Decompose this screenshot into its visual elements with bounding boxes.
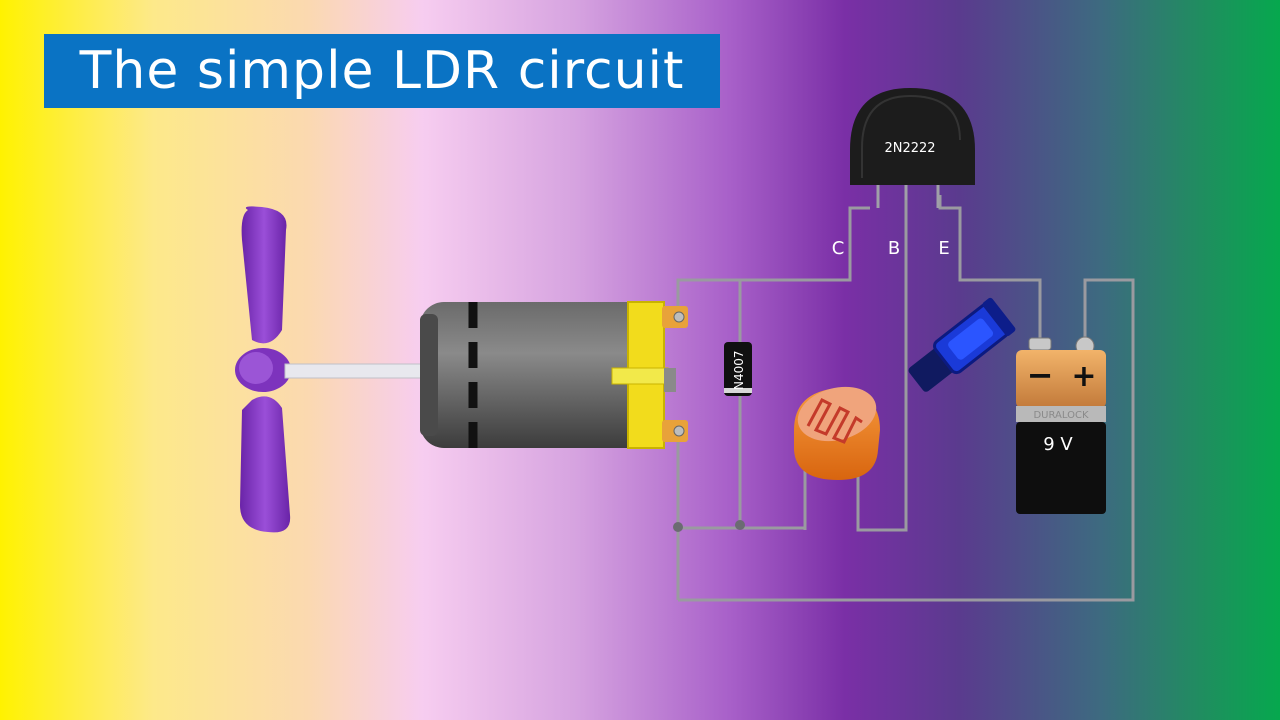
transistor: 2N2222 C B E xyxy=(832,88,975,259)
junction-dots xyxy=(673,520,745,532)
fan-blade-top xyxy=(241,206,287,344)
ldr-sensor xyxy=(794,386,880,530)
junction-dot xyxy=(673,522,683,532)
motor-body xyxy=(420,302,660,448)
junction-dot xyxy=(735,520,745,530)
battery-brand: DURALOCK xyxy=(1033,410,1088,421)
pin-label-b: B xyxy=(888,238,900,259)
ldr-track xyxy=(806,398,863,444)
battery-9v: DURALOCK − + 9 V xyxy=(1016,336,1106,514)
battery-top xyxy=(1016,350,1106,408)
wire-emitter xyxy=(938,195,1042,345)
title-banner: The simple LDR circuit xyxy=(44,34,720,108)
battery-voltage: 9 V xyxy=(1043,434,1073,455)
battery-body xyxy=(1016,422,1106,514)
wire-collector xyxy=(676,206,870,316)
diode-label: N4007 xyxy=(732,350,746,390)
fan-blade-bottom xyxy=(240,396,291,533)
transistor-body xyxy=(850,88,975,185)
motor-shaft xyxy=(284,363,426,379)
transistor-label: 2N2222 xyxy=(884,141,935,156)
battery-neg-sign: − xyxy=(1027,356,1054,394)
diode: N4007 xyxy=(724,342,752,396)
flashlight-icon xyxy=(908,297,1016,392)
wire-battery-pos xyxy=(678,278,1135,602)
dc-motor xyxy=(420,301,688,449)
fan-propeller xyxy=(235,206,426,533)
pin-label-e: E xyxy=(938,238,949,259)
page-title: The simple LDR circuit xyxy=(79,41,685,101)
pin-label-c: C xyxy=(832,238,845,259)
battery-pos-sign: + xyxy=(1071,359,1096,394)
